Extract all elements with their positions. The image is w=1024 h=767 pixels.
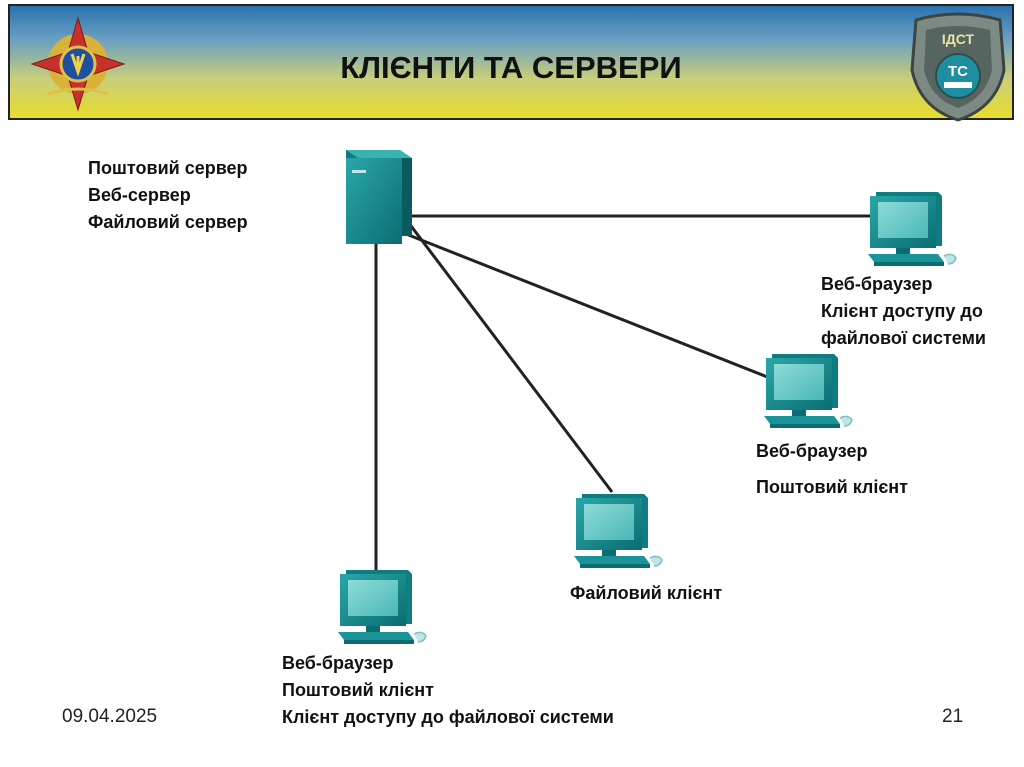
computer-icon-mail-client [763, 353, 853, 429]
server-role: Файловий сервер [88, 212, 248, 232]
link-server-mail-client [405, 232, 771, 380]
military-badge-icon: ІДСТ ТС [910, 12, 1006, 122]
computer-icon-bottom-client [337, 569, 427, 645]
client-role: Файловий клієнт [570, 583, 723, 603]
client-role: Поштовий клієнт [756, 477, 908, 497]
server-role: Веб-сервер [88, 185, 191, 205]
server-roles: Поштовий сервер Веб-сервер Файловий серв… [88, 155, 248, 236]
slide-title: КЛІЄНТИ ТА СЕРВЕРИ [340, 50, 682, 85]
badge-top-text: ІДСТ [942, 31, 975, 47]
server-tower-icon [346, 150, 412, 244]
client-roles-web: Веб-браузер Клієнт доступу до файлової с… [821, 271, 986, 352]
computer-icon-file-client [573, 493, 663, 569]
client-roles-mail: Веб-браузер Поштовий клієнт [756, 433, 908, 505]
slide-date: 09.04.2025 [62, 706, 158, 727]
link-server-file-client [400, 213, 614, 493]
armed-forces-emblem-icon [30, 16, 126, 112]
badge-mid-text: ТС [948, 63, 968, 80]
server-role: Поштовий сервер [88, 158, 248, 178]
slide-header: КЛІЄНТИ ТА СЕРВЕРИ ІДСТ ТС [8, 4, 1014, 122]
client-role: Поштовий клієнт [282, 680, 434, 700]
client-role: Веб-браузер [821, 274, 933, 294]
client-role: Веб-браузер [282, 653, 394, 673]
client-role: Клієнт доступу до [821, 301, 983, 321]
client-roles-file: Файловий клієнт [570, 580, 722, 607]
client-role: Клієнт доступу до файлової системи [282, 707, 614, 727]
slide-page-number: 21 [942, 706, 964, 727]
computer-icon-web-client [867, 191, 957, 267]
client-role: Веб-браузер [756, 441, 868, 461]
client-roles-bottom: Веб-браузер Поштовий клієнт Клієнт досту… [282, 650, 614, 731]
client-role: файлової системи [821, 328, 986, 348]
